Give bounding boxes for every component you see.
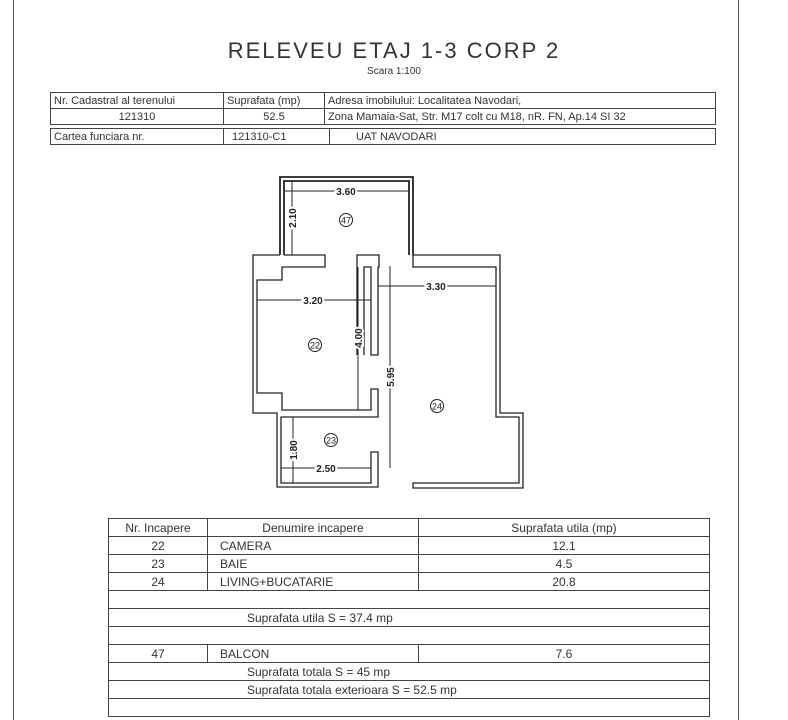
room-area: 7.6 <box>418 644 710 663</box>
table-row: 22 CAMERA 12.1 <box>108 536 710 555</box>
total-row: Suprafata totala S = 45 mp <box>108 662 710 681</box>
room-number-22: 22 <box>310 341 320 351</box>
room-number-24: 24 <box>432 402 442 412</box>
dim-living-depth: 5.95 <box>386 367 397 387</box>
room-number-47: 47 <box>341 216 351 226</box>
cadastral-value: 121310 <box>50 108 224 125</box>
dim-bath-depth: 1.80 <box>289 440 300 460</box>
floor-plan: 3.60 2.10 3.20 4.00 3.30 5.95 2.50 1.80 … <box>252 176 524 489</box>
exterior-total-row: Suprafata totala exterioara S = 52.5 mp <box>108 680 710 699</box>
page-border-right <box>738 0 739 720</box>
land-book-table: Cartea funciara nr. 121310-C1 UAT NAVODA… <box>50 128 716 145</box>
room-marker-47 <box>339 213 353 227</box>
room-nr: 24 <box>108 572 208 591</box>
room-number-23: 23 <box>326 436 336 446</box>
header-name: Denumire incapere <box>207 518 419 537</box>
dim-camera-depth: 4.00 <box>354 328 365 348</box>
room-name: CAMERA <box>207 536 419 555</box>
table-header-row: Nr. Incapere Denumire incapere Suprafata… <box>108 518 710 537</box>
room-name: LIVING+BUCATARIE <box>207 572 419 591</box>
table-row: 23 BAIE 4.5 <box>108 554 710 573</box>
empty-row <box>108 698 710 717</box>
dim-bath-width: 2.50 <box>316 464 336 475</box>
surface-label: Suprafata (mp) <box>223 92 325 109</box>
drawing-title: RELEVEU ETAJ 1-3 CORP 2 <box>227 38 561 63</box>
property-info-table: Nr. Cadastral al terenului Suprafata (mp… <box>50 92 716 125</box>
page-border-left <box>13 0 14 720</box>
dim-camera-width: 3.20 <box>303 296 323 307</box>
room-marker-23 <box>324 433 338 447</box>
room-nr: 23 <box>108 554 208 573</box>
room-name: BALCON <box>207 644 419 663</box>
room-marker-22 <box>308 338 322 352</box>
dim-balcony-depth: 2.10 <box>288 208 299 228</box>
partition-wall <box>356 254 380 356</box>
dim-living-width: 3.30 <box>426 282 446 293</box>
room-marker-24 <box>430 399 444 413</box>
empty-row <box>108 626 710 645</box>
room-nr: 47 <box>108 644 208 663</box>
total-area: Suprafata totala S = 45 mp <box>108 662 710 681</box>
empty-row <box>108 590 710 609</box>
room-area: 4.5 <box>418 554 710 573</box>
room-nr: 22 <box>108 536 208 555</box>
surface-value: 52.5 <box>223 108 325 125</box>
living-wall <box>412 254 524 489</box>
room-area: 20.8 <box>418 572 710 591</box>
header-area: Suprafata utila (mp) <box>418 518 710 537</box>
cadastral-label: Nr. Cadastral al terenului <box>50 92 224 109</box>
header-nr: Nr. Incapere <box>108 518 208 537</box>
exterior-total-area: Suprafata totala exterioara S = 52.5 mp <box>108 680 710 699</box>
uat-label: UAT NAVODARI <box>329 128 716 145</box>
table-row: 24 LIVING+BUCATARIE 20.8 <box>108 572 710 591</box>
useful-total-row: Suprafata utila S = 37.4 mp <box>108 608 710 627</box>
rooms-table: Nr. Incapere Denumire incapere Suprafata… <box>108 518 710 717</box>
balcony-wall <box>279 176 414 255</box>
land-book-label: Cartea funciara nr. <box>50 128 224 145</box>
balcony-row: 47 BALCON 7.6 <box>108 644 710 663</box>
dim-balcony-width: 3.60 <box>336 187 356 198</box>
camera-wall <box>252 254 379 488</box>
room-name: BAIE <box>207 554 419 573</box>
room-area: 12.1 <box>418 536 710 555</box>
address-label: Adresa imobilului: Localitatea Navodari, <box>324 92 716 109</box>
land-book-value: 121310-C1 <box>223 128 330 145</box>
address-value: Zona Mamaia-Sat, Str. M17 colt cu M18, n… <box>324 108 716 125</box>
drawing-scale: Scara 1:100 <box>367 66 421 77</box>
useful-total: Suprafata utila S = 37.4 mp <box>108 608 710 627</box>
